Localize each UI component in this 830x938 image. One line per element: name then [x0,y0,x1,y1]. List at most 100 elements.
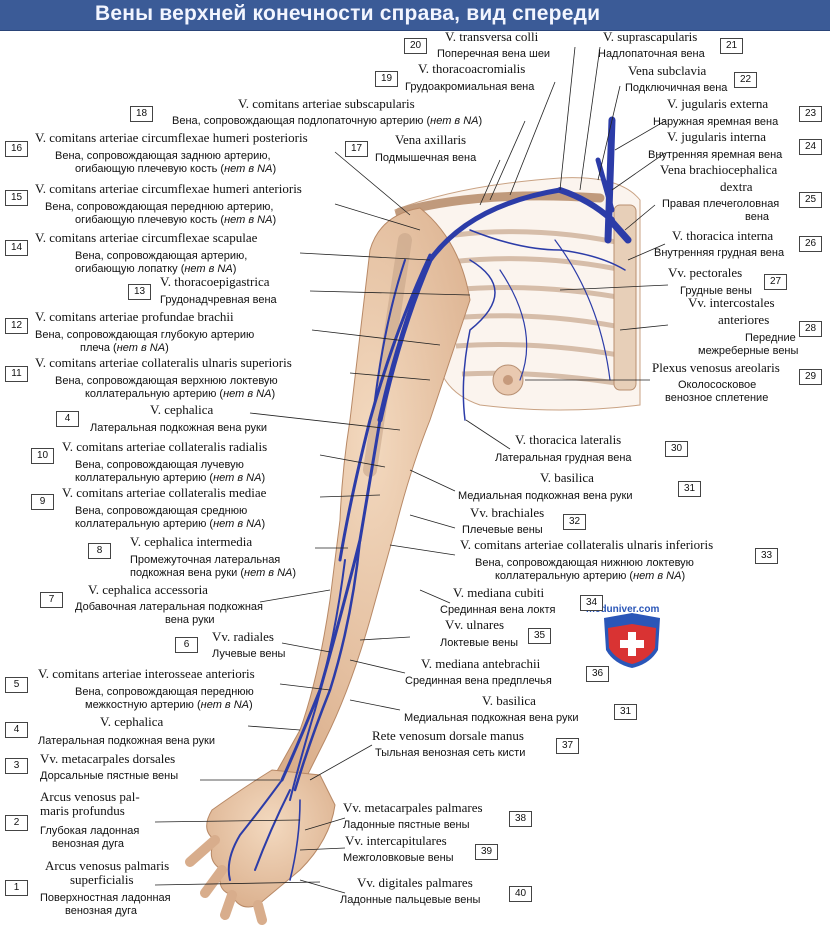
label-russian: Латеральная грудная вена [495,452,632,464]
label-number: 18 [130,106,153,122]
label-latin: V. cephalica intermedia [130,534,253,549]
label-russian: Медиальная подкожная вена руки [458,490,633,502]
leader-lines [154,46,669,894]
label-russian: Вена, сопровождающая глубокую артерию [35,329,255,341]
label-russian: Надлопаточная вена [598,48,705,60]
label-russian: Дорсальные пястные вены [40,770,179,782]
label-number: 20 [404,38,427,54]
label-latin: V. comitans arteriae circumflexae scapul… [35,230,258,245]
label-number: 10 [31,448,54,464]
label-number: 11 [5,366,28,382]
label-number: 32 [563,514,586,530]
label-number: 36 [586,666,609,682]
label-number: 14 [5,240,28,256]
label-number: 24 [799,139,822,155]
label-russian: коллатеральную артерию (нет в NA) [75,518,266,530]
label-number: 25 [799,192,822,208]
label-latin: dextra [720,179,753,194]
label-number: 19 [375,71,398,87]
label-russian: Подключичная вена [625,82,728,94]
label-russian: огибающую плечевую кость (нет в NA) [75,214,277,226]
label-latin: V. thoracoacromialis [418,61,526,76]
label-latin: Arcus venosus pal- [40,789,140,804]
label-number: 12 [5,318,28,334]
label-russian: Латеральная подкожная вена руки [38,735,215,747]
label-latin: V. comitans arteriae collateralis mediae [62,485,267,500]
label-number: 2 [5,815,28,831]
label-number: 17 [345,141,368,157]
label-russian: Вена, сопровождающая артерию, [75,250,248,262]
label-number: 4 [5,722,28,738]
label-number: 38 [509,811,532,827]
anatomy-drawing [185,116,660,925]
label-number: 9 [31,494,54,510]
label-russian: Ладонные пястные вены [343,819,470,831]
label-russian: Лучевые вены [212,648,286,660]
label-latin: Plexus venosus areolaris [652,360,780,375]
label-number: 35 [528,628,551,644]
label-latin: V. basilica [540,470,594,485]
label-number: 15 [5,190,28,206]
label-russian: коллатеральную артерию (нет в NA) [85,388,276,400]
label-russian: Вена, сопровождающая подлопаточную артер… [172,115,483,127]
label-latin: Vv. metacarpales palmares [343,800,483,815]
label-russian: венозная дуга [65,905,137,917]
label-russian: Грудные вены [680,285,752,297]
label-russian: Вена, сопровождающая переднюю [75,686,254,698]
label-number: 6 [175,637,198,653]
label-latin: V. thoracica interna [672,228,774,243]
label-number: 1 [5,880,28,896]
label-number: 27 [764,274,787,290]
label-russian: Вена, сопровождающая среднюю [75,505,248,517]
label-latin: V. cephalica accessoria [88,582,208,597]
label-latin: V. mediana cubiti [453,585,545,600]
title-banner: Вены верхней конечности справа, вид спер… [0,0,830,31]
label-number: 5 [5,677,28,693]
label-russian: Вена, сопровождающая верхнюю локтевую [55,375,278,387]
label-latin: Vv. pectorales [668,265,743,280]
label-russian: вена руки [165,614,215,626]
label-russian: огибающую плечевую кость (нет в NA) [75,163,277,175]
label-number: 3 [5,758,28,774]
watermark: meduniver.com [586,604,660,615]
veins [227,116,632,881]
label-latin: Vv. metacarpales dorsales [40,751,176,766]
label-russian: Правая плечеголовная [662,198,780,210]
label-latin: Rete venosum dorsale manus [372,728,524,743]
label-latin: V. comitans arteriae subscapularis [238,96,415,111]
label-russian: Срединная вена локтя [440,604,556,616]
sternum [613,204,637,391]
label-latin: V. comitans arteriae profundae brachii [35,309,234,324]
label-latin: Arcus venosus palmaris [45,858,170,873]
label-russian: Передние [745,332,796,344]
label-russian: Поверхностная ладонная [40,892,171,904]
label-latin: Vv. radiales [212,629,274,644]
label-russian: подкожная вена руки (нет в NA) [130,567,297,579]
fingers [185,835,267,925]
label-latin: anteriores [718,312,770,327]
page-title: Вены верхней конечности справа, вид спер… [95,2,601,25]
label-russian: коллатеральную артерию (нет в NA) [75,472,266,484]
label-latin: V. mediana antebrachii [421,656,541,671]
label-number: 28 [799,321,822,337]
label-number: 37 [556,738,579,754]
hand [206,769,336,908]
label-russian: Межголовковые вены [343,852,454,864]
label-russian: Грудоакромиальная вена [405,81,535,93]
label-russian: Ладонные пальцевые вены [340,894,481,906]
label-latin: V. comitans arteriae collateralis radial… [62,439,268,454]
label-russian: Внутренняя грудная вена [654,247,785,259]
label-russian: Латеральная подкожная вена руки [90,422,267,434]
label-russian: Плечевые вены [462,524,543,536]
label-latin: V. cephalica [150,402,214,417]
label-russian: венозная дуга [52,838,124,850]
arm-skin [271,207,471,791]
label-russian: Грудонадчревная вена [160,294,277,306]
label-russian: Срединная вена предплечья [405,675,552,687]
meduniver-logo-icon [604,613,660,668]
label-latin: V. thoracica lateralis [515,432,622,447]
label-number: 16 [5,141,28,157]
label-number: 39 [475,844,498,860]
label-russian: Околососковое [678,379,757,391]
label-russian: межреберные вены [698,345,799,357]
